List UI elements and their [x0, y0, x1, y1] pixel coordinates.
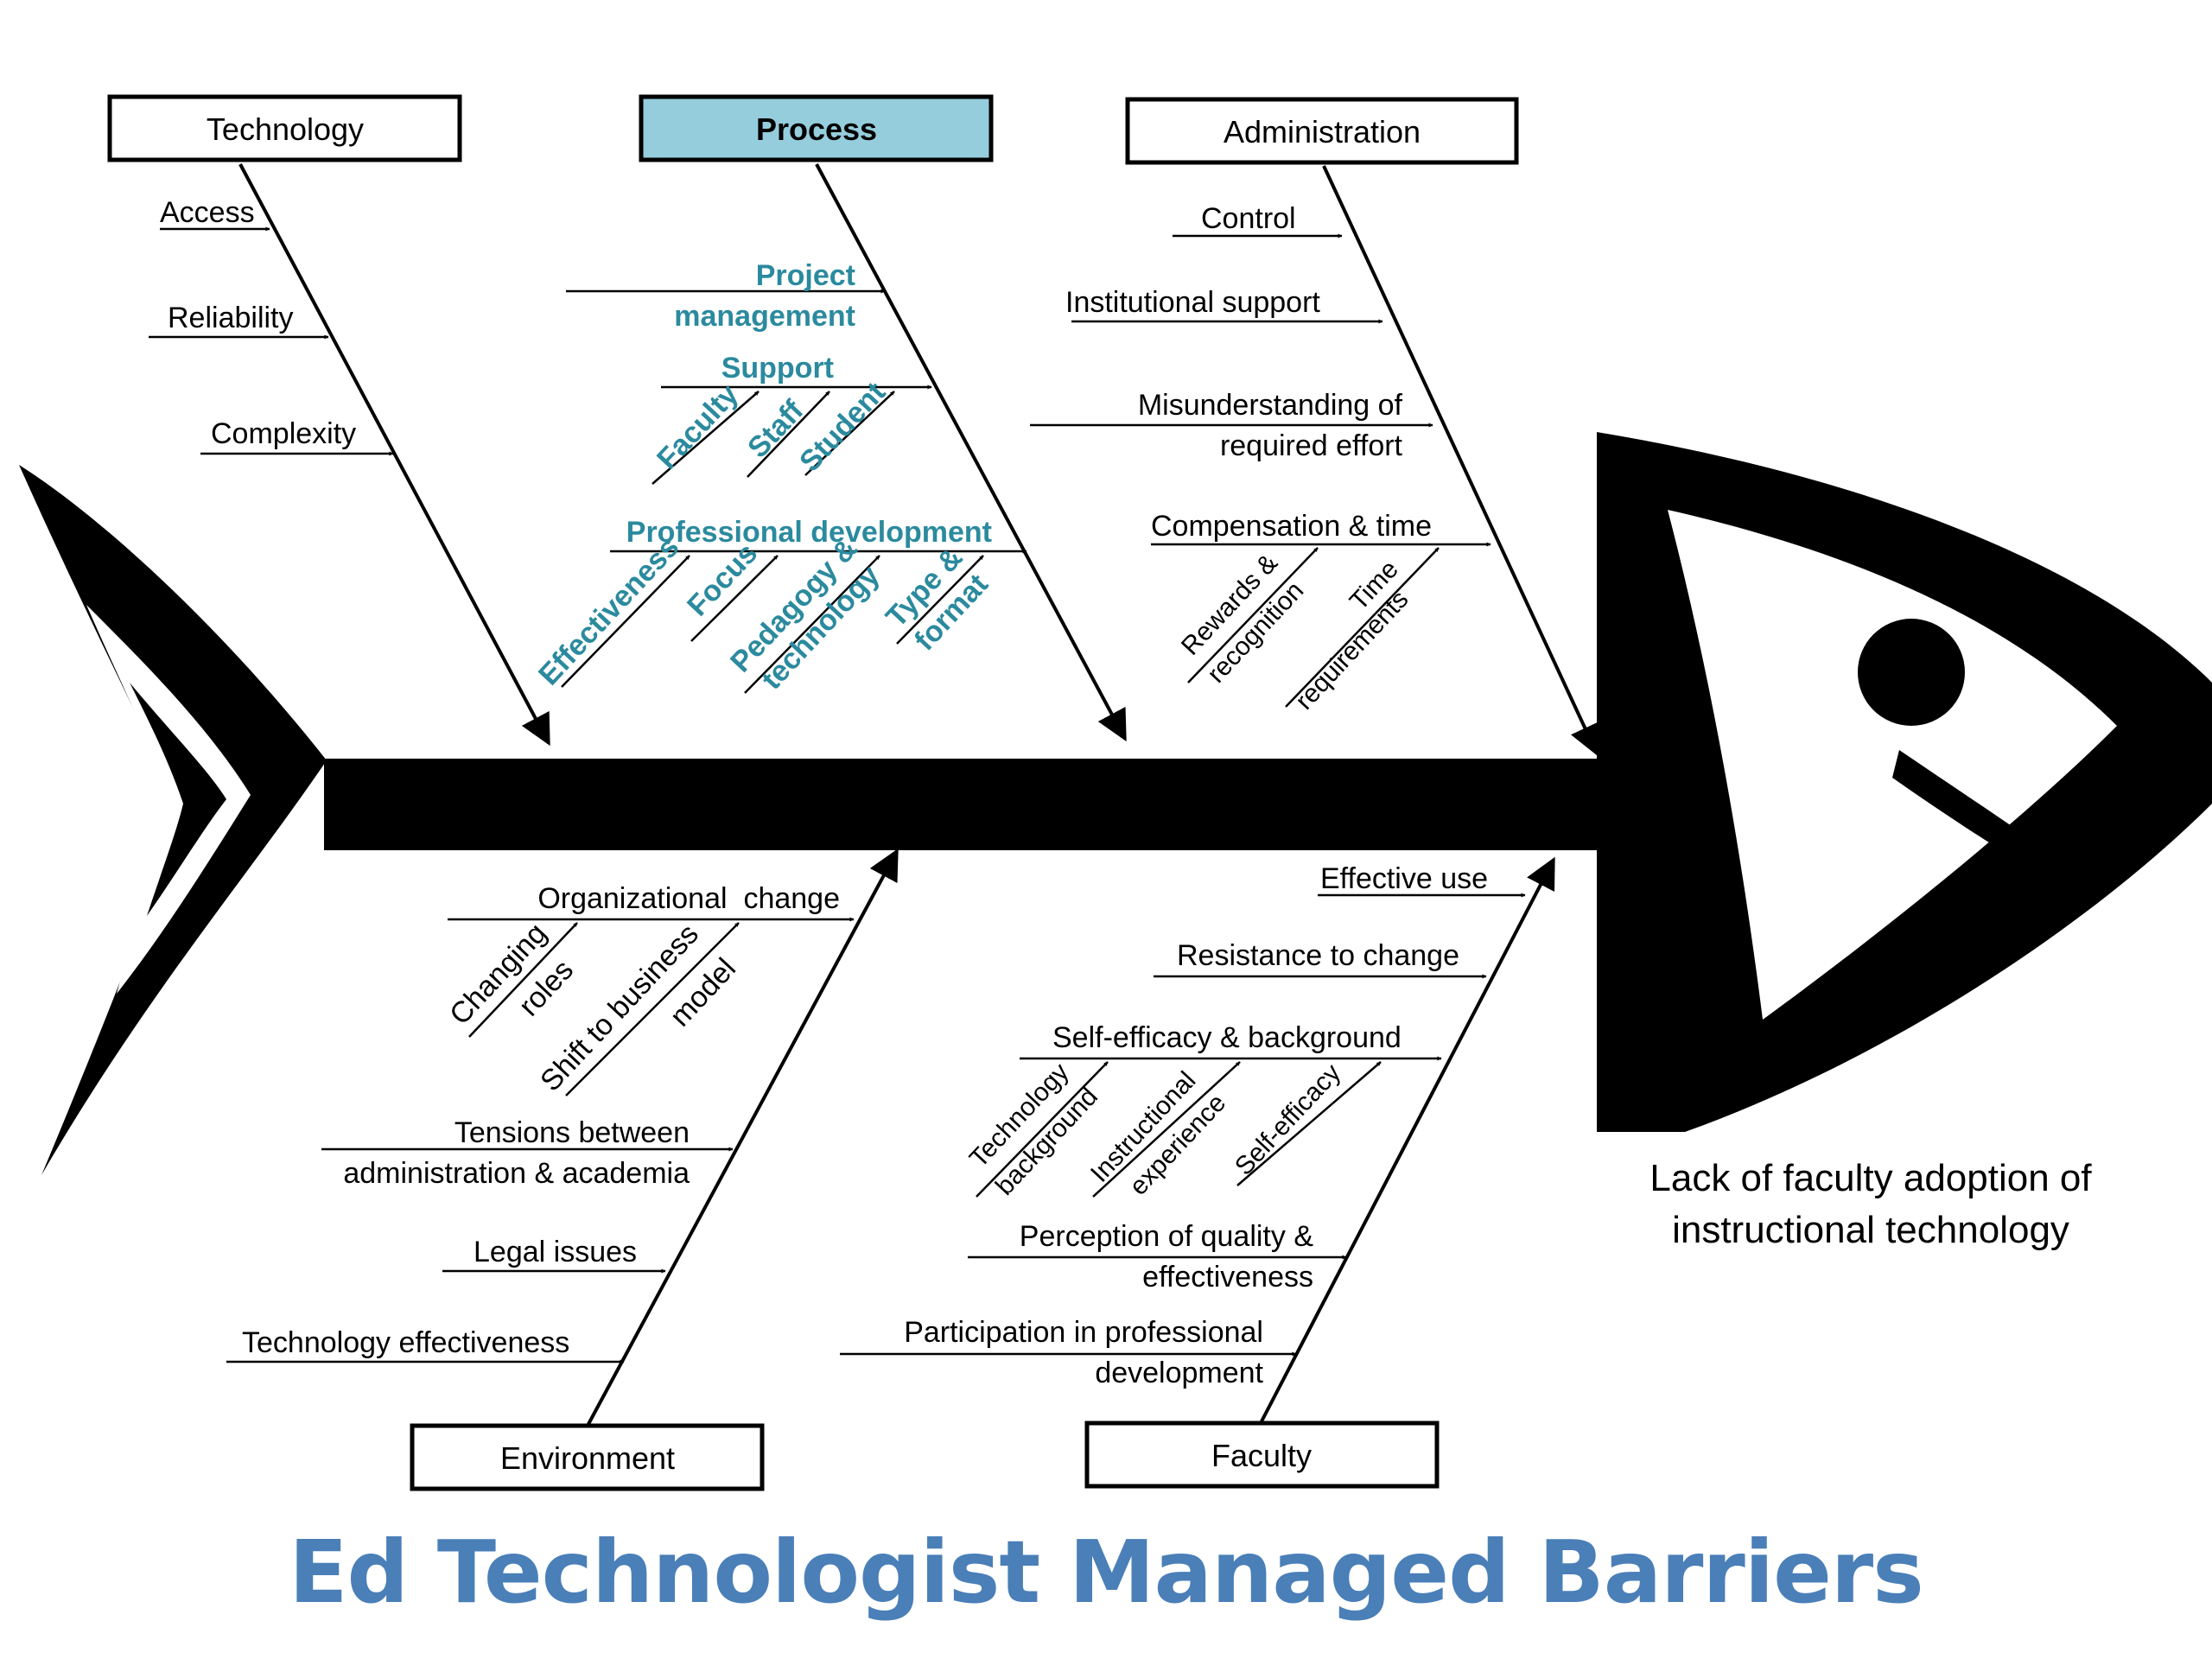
- cause-perception-line2: effectiveness: [1142, 1261, 1313, 1294]
- cause-reliability: Reliability: [168, 302, 294, 334]
- cause-participation-line2: development: [1095, 1357, 1263, 1389]
- category-technology: Technology: [107, 94, 462, 162]
- effect-line1: Lack of faculty adoption of: [1649, 1157, 2092, 1199]
- technology-box: [107, 94, 462, 162]
- environment-box: [410, 1423, 765, 1491]
- cause-effective-use: Effective use: [1320, 862, 1488, 895]
- category-administration: Administration: [1125, 97, 1519, 165]
- fish-head: [1597, 432, 2212, 1132]
- fish-tail: [19, 465, 327, 1175]
- faculty-box: [1084, 1421, 1440, 1489]
- administration-box: [1125, 97, 1519, 165]
- cause-access: Access: [160, 196, 255, 229]
- sub-cause-student: Student: [793, 376, 892, 478]
- cause-legal-issues: Legal issues: [474, 1236, 637, 1268]
- sub-cause-self-efficacy: Self-efficacy: [1230, 1058, 1346, 1181]
- cause-compensation: Compensation & time: [1151, 510, 1432, 543]
- sub-cause-time-line2: requirements: [1290, 585, 1414, 715]
- effect-statement: Lack of faculty adoption of instructiona…: [1649, 1157, 2092, 1251]
- cause-organizational-change: Organizational change: [537, 882, 840, 915]
- cause-tensions-line1: Tensions between: [454, 1116, 690, 1149]
- cause-self-efficacy-background: Self-efficacy & background: [1052, 1021, 1402, 1054]
- cause-institutional-support: Institutional support: [1065, 286, 1320, 319]
- cause-project-management-line1: Project: [756, 259, 855, 292]
- cause-resistance: Resistance to change: [1177, 939, 1459, 972]
- faculty-label: Faculty: [1211, 1438, 1312, 1473]
- cause-project-management-line2: management: [674, 300, 855, 333]
- cause-perception-line1: Perception of quality &: [1020, 1220, 1314, 1253]
- technology-label: Technology: [207, 111, 364, 147]
- category-environment: Environment: [410, 1423, 765, 1491]
- cause-technology-effectiveness: Technology effectiveness: [242, 1326, 569, 1359]
- cause-participation-line1: Participation in professional: [904, 1316, 1263, 1349]
- category-process: Process: [639, 94, 994, 162]
- sub-cause-faculty: Faculty: [651, 378, 745, 475]
- process-box: [639, 94, 994, 162]
- category-faculty: Faculty: [1084, 1421, 1440, 1489]
- sub-cause-effectiveness: Effectiveness: [532, 531, 685, 691]
- administration-label: Administration: [1224, 114, 1421, 149]
- fish-eye: [1858, 619, 1965, 726]
- cause-misunderstanding-line2: required effort: [1220, 429, 1403, 462]
- cause-complexity: Complexity: [211, 417, 356, 450]
- fish-spine: [324, 759, 1663, 850]
- diagram-title: Ed Technologist Managed Barriers: [289, 1522, 1924, 1623]
- process-label: Process: [756, 111, 877, 147]
- effect-line2: instructional technology: [1672, 1209, 2069, 1251]
- cause-control: Control: [1201, 202, 1296, 235]
- cause-tensions-line2: administration & academia: [343, 1157, 690, 1190]
- cause-misunderstanding-line1: Misunderstanding of: [1138, 389, 1403, 422]
- cause-professional-development: Professional development: [626, 516, 992, 549]
- cause-support: Support: [721, 352, 834, 385]
- environment-label: Environment: [500, 1440, 675, 1476]
